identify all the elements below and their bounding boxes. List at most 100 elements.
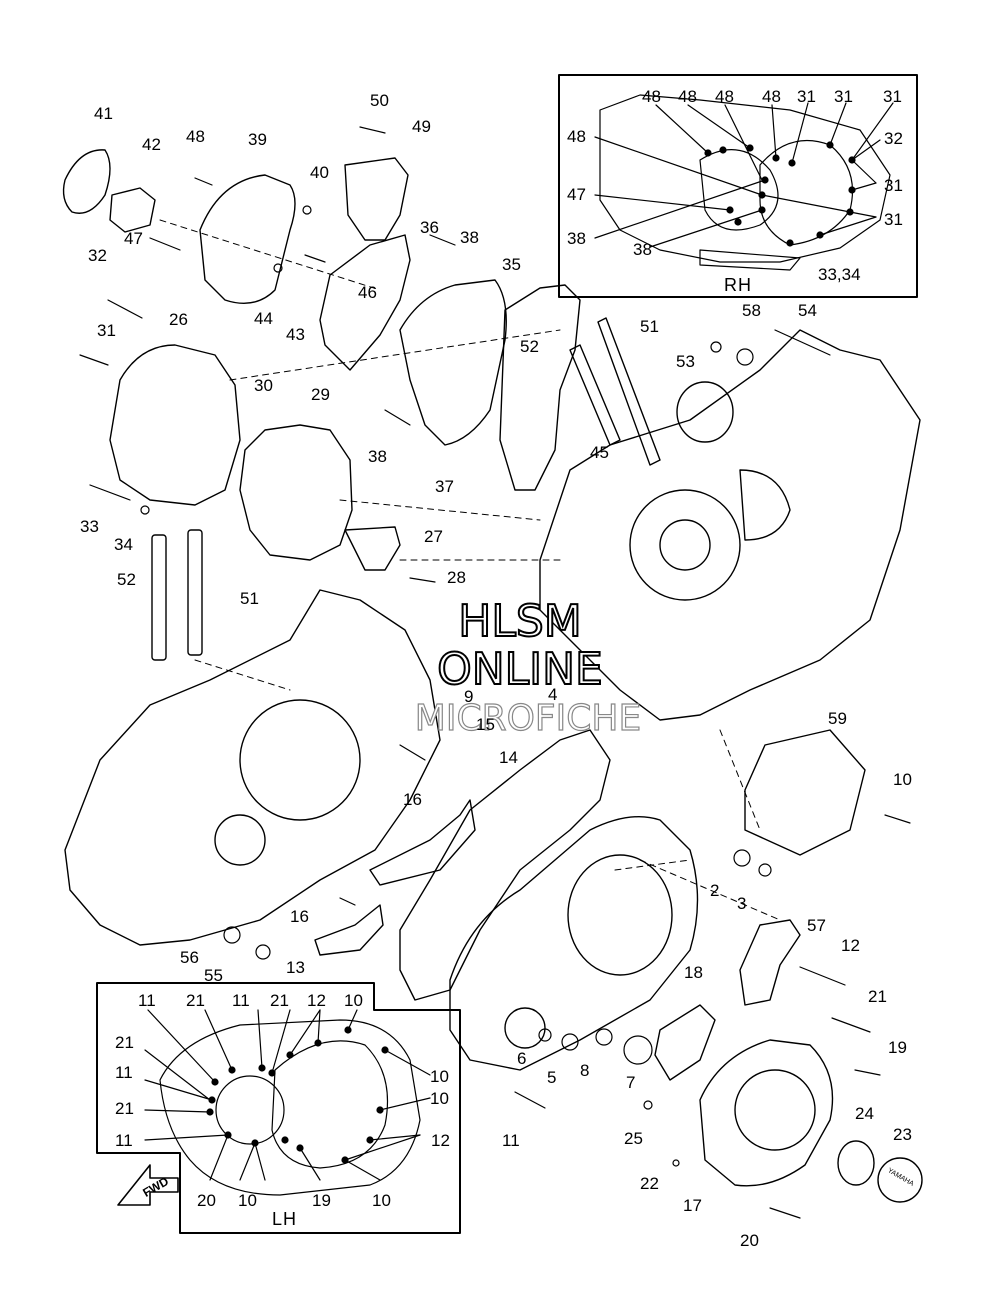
callout-33: 33 — [80, 517, 99, 536]
inset-rh-callout: 48 — [715, 87, 734, 106]
callout-2: 2 — [710, 881, 720, 900]
fwd-arrow — [117, 1164, 179, 1206]
inset-lh-callout: 12 — [307, 991, 326, 1010]
watermark-line-3: MICROFICHE — [414, 697, 642, 739]
callout-36: 36 — [420, 218, 439, 237]
inset-lh-callout: 11 — [115, 1131, 133, 1150]
callout-16: 16 — [403, 790, 422, 809]
callout-29: 29 — [311, 385, 330, 404]
watermark-line-1: HLSM — [457, 595, 583, 648]
inset-lh-callout: 12 — [431, 1131, 450, 1150]
callout-28: 28 — [447, 568, 466, 587]
callout-32: 32 — [88, 246, 107, 265]
inset-rh-callout: 48 — [567, 127, 586, 146]
callout-34: 34 — [114, 535, 133, 554]
callout-45: 45 — [590, 443, 609, 462]
callout-57: 57 — [807, 916, 826, 935]
callout-18: 18 — [684, 963, 703, 982]
callout-39: 39 — [248, 130, 267, 149]
inset-lh-callout: 21 — [115, 1099, 134, 1118]
callout-42: 42 — [142, 135, 161, 154]
inset-lh-callout: 11 — [138, 991, 156, 1010]
inset-rh-callout: 31 — [797, 87, 816, 106]
callout-15: 15 — [476, 715, 495, 734]
inset-rh-callout: 31 — [884, 210, 903, 229]
callout-48: 48 — [186, 127, 205, 146]
callout-38-lower: 38 — [368, 447, 387, 466]
callout-56: 56 — [180, 948, 199, 967]
callout-47: 47 — [124, 229, 143, 248]
callout-41: 41 — [94, 104, 113, 123]
inset-lh-title: LH — [272, 1209, 298, 1229]
callout-12: 12 — [841, 936, 860, 955]
callout-43: 43 — [286, 325, 305, 344]
callout-30: 30 — [254, 376, 273, 395]
callout-20: 20 — [740, 1231, 759, 1250]
inset-lh-callout: 21 — [270, 991, 289, 1010]
callout-40: 40 — [310, 163, 329, 182]
callout-38: 38 — [460, 228, 479, 247]
callout-9: 9 — [464, 687, 474, 706]
inset-rh-callout: 48 — [678, 87, 697, 106]
callout-14: 14 — [499, 748, 518, 767]
callout-13: 13 — [286, 958, 305, 977]
callout-17: 17 — [683, 1196, 702, 1215]
callout-11: 11 — [502, 1131, 520, 1150]
callout-49: 49 — [412, 117, 431, 136]
callout-8: 8 — [580, 1061, 590, 1080]
inset-rh-callout: 48 — [642, 87, 661, 106]
callout-55: 55 — [204, 966, 223, 985]
inset-lh-callout: 11 — [115, 1063, 133, 1082]
inset-lh-cover-drawing — [144, 1009, 431, 1196]
inset-lh-callout: 21 — [115, 1033, 134, 1052]
callout-5: 5 — [547, 1068, 557, 1087]
callout-44: 44 — [254, 309, 273, 328]
inset-lh-callout: 10 — [430, 1067, 449, 1086]
callout-22: 22 — [640, 1174, 659, 1193]
callout-19: 19 — [888, 1038, 907, 1057]
inset-rh-callout: 38 — [633, 240, 652, 259]
callout-4: 4 — [548, 685, 558, 704]
callout-35: 35 — [502, 255, 521, 274]
inset-rh-cover-drawing — [594, 94, 894, 271]
callout-51-left: 51 — [240, 589, 259, 608]
callout-37: 37 — [435, 477, 454, 496]
callout-23: 23 — [893, 1125, 912, 1144]
inset-rh-title: RH — [724, 275, 752, 295]
callout-24: 24 — [855, 1104, 874, 1123]
callout-53: 53 — [676, 352, 695, 371]
callout-10: 10 — [893, 770, 912, 789]
inset-rh-callout: 47 — [567, 185, 586, 204]
inset-lh-callout: 20 — [197, 1191, 216, 1210]
callout-31: 31 — [97, 321, 116, 340]
callout-50: 50 — [370, 91, 389, 110]
callout-21: 21 — [868, 987, 887, 1006]
callout-27: 27 — [424, 527, 443, 546]
watermark-line-2: ONLINE — [436, 643, 604, 696]
inset-rh-callout: 33,34 — [818, 265, 861, 284]
inset-rh-callout: 31 — [883, 87, 902, 106]
inset-lh-callout: 10 — [372, 1191, 391, 1210]
inset-lh-callout: 21 — [186, 991, 205, 1010]
inset-lh-callout: 10 — [238, 1191, 257, 1210]
inset-rh-frame — [558, 74, 918, 298]
callout-7: 7 — [626, 1073, 636, 1092]
inset-lh-frame — [96, 982, 461, 1234]
callout-52-left: 52 — [117, 570, 136, 589]
callout-46: 46 — [358, 283, 377, 302]
callout-51: 51 — [640, 317, 659, 336]
parts-drawings — [62, 126, 923, 1219]
callout-58: 58 — [742, 301, 761, 320]
callout-16-lower: 16 — [290, 907, 309, 926]
inset-rh-callout: 31 — [884, 176, 903, 195]
callout-25: 25 — [624, 1129, 643, 1148]
callout-26: 26 — [169, 310, 188, 329]
callout-54: 54 — [798, 301, 817, 320]
callout-52: 52 — [520, 337, 539, 356]
inset-lh-callout: 11 — [232, 991, 250, 1010]
callout-3: 3 — [737, 894, 747, 913]
inset-lh-callout: 19 — [312, 1191, 331, 1210]
inset-rh-callout: 38 — [567, 229, 586, 248]
inset-rh-callout: 31 — [834, 87, 853, 106]
callout-6: 6 — [517, 1049, 527, 1068]
